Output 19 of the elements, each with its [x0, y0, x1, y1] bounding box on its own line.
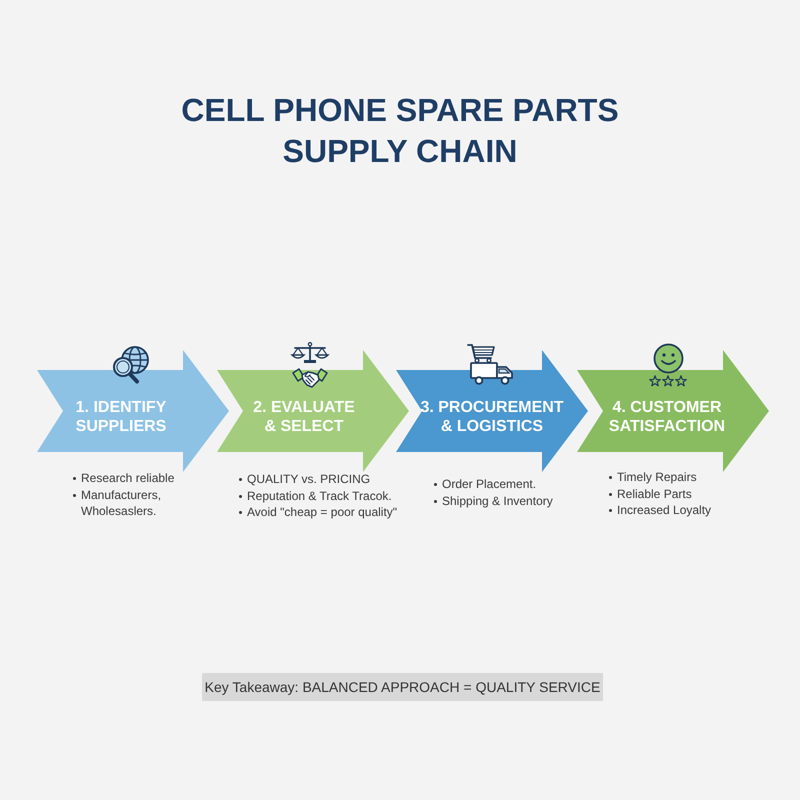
bullet-point: Order Placement.: [434, 476, 584, 492]
bullet-point: Shipping & Inventory: [434, 492, 584, 509]
chevron-arrow: [217, 341, 409, 472]
takeaway-banner: Key Takeaway: BALANCED APPROACH = QUALITY SERVICE: [202, 673, 603, 701]
step-title: 1. IDENTIFY SUPPLIERS: [74, 399, 168, 436]
bullet-point: Reliable Parts: [609, 486, 749, 502]
step-title: 2. EVALUATE & SELECT: [252, 399, 356, 436]
bullet-point: Reputation & Track Tracok.: [239, 488, 419, 504]
bullet-point: Increased Loyalty: [609, 502, 749, 518]
bullet-point: Avoid "cheap = poor quality": [239, 504, 419, 520]
step-title: 4. CUSTOMER SATISFACTION: [608, 399, 726, 436]
bullet-point: QUALITY vs. PRICING: [239, 471, 419, 488]
step-title: 3. PROCUREMENT & LOGISTICS: [419, 399, 565, 436]
chevron-arrow: [396, 341, 588, 472]
bullet-point: Timely Repairs: [609, 469, 749, 486]
diagram-title: CELL PHONE SPARE PARTS SUPPLY CHAIN: [180, 91, 620, 171]
bullet-point: Research reliable: [73, 470, 193, 486]
bullet-point: Manufacturers, Wholesaslers.: [73, 486, 193, 520]
chevron-arrow: [577, 341, 769, 472]
